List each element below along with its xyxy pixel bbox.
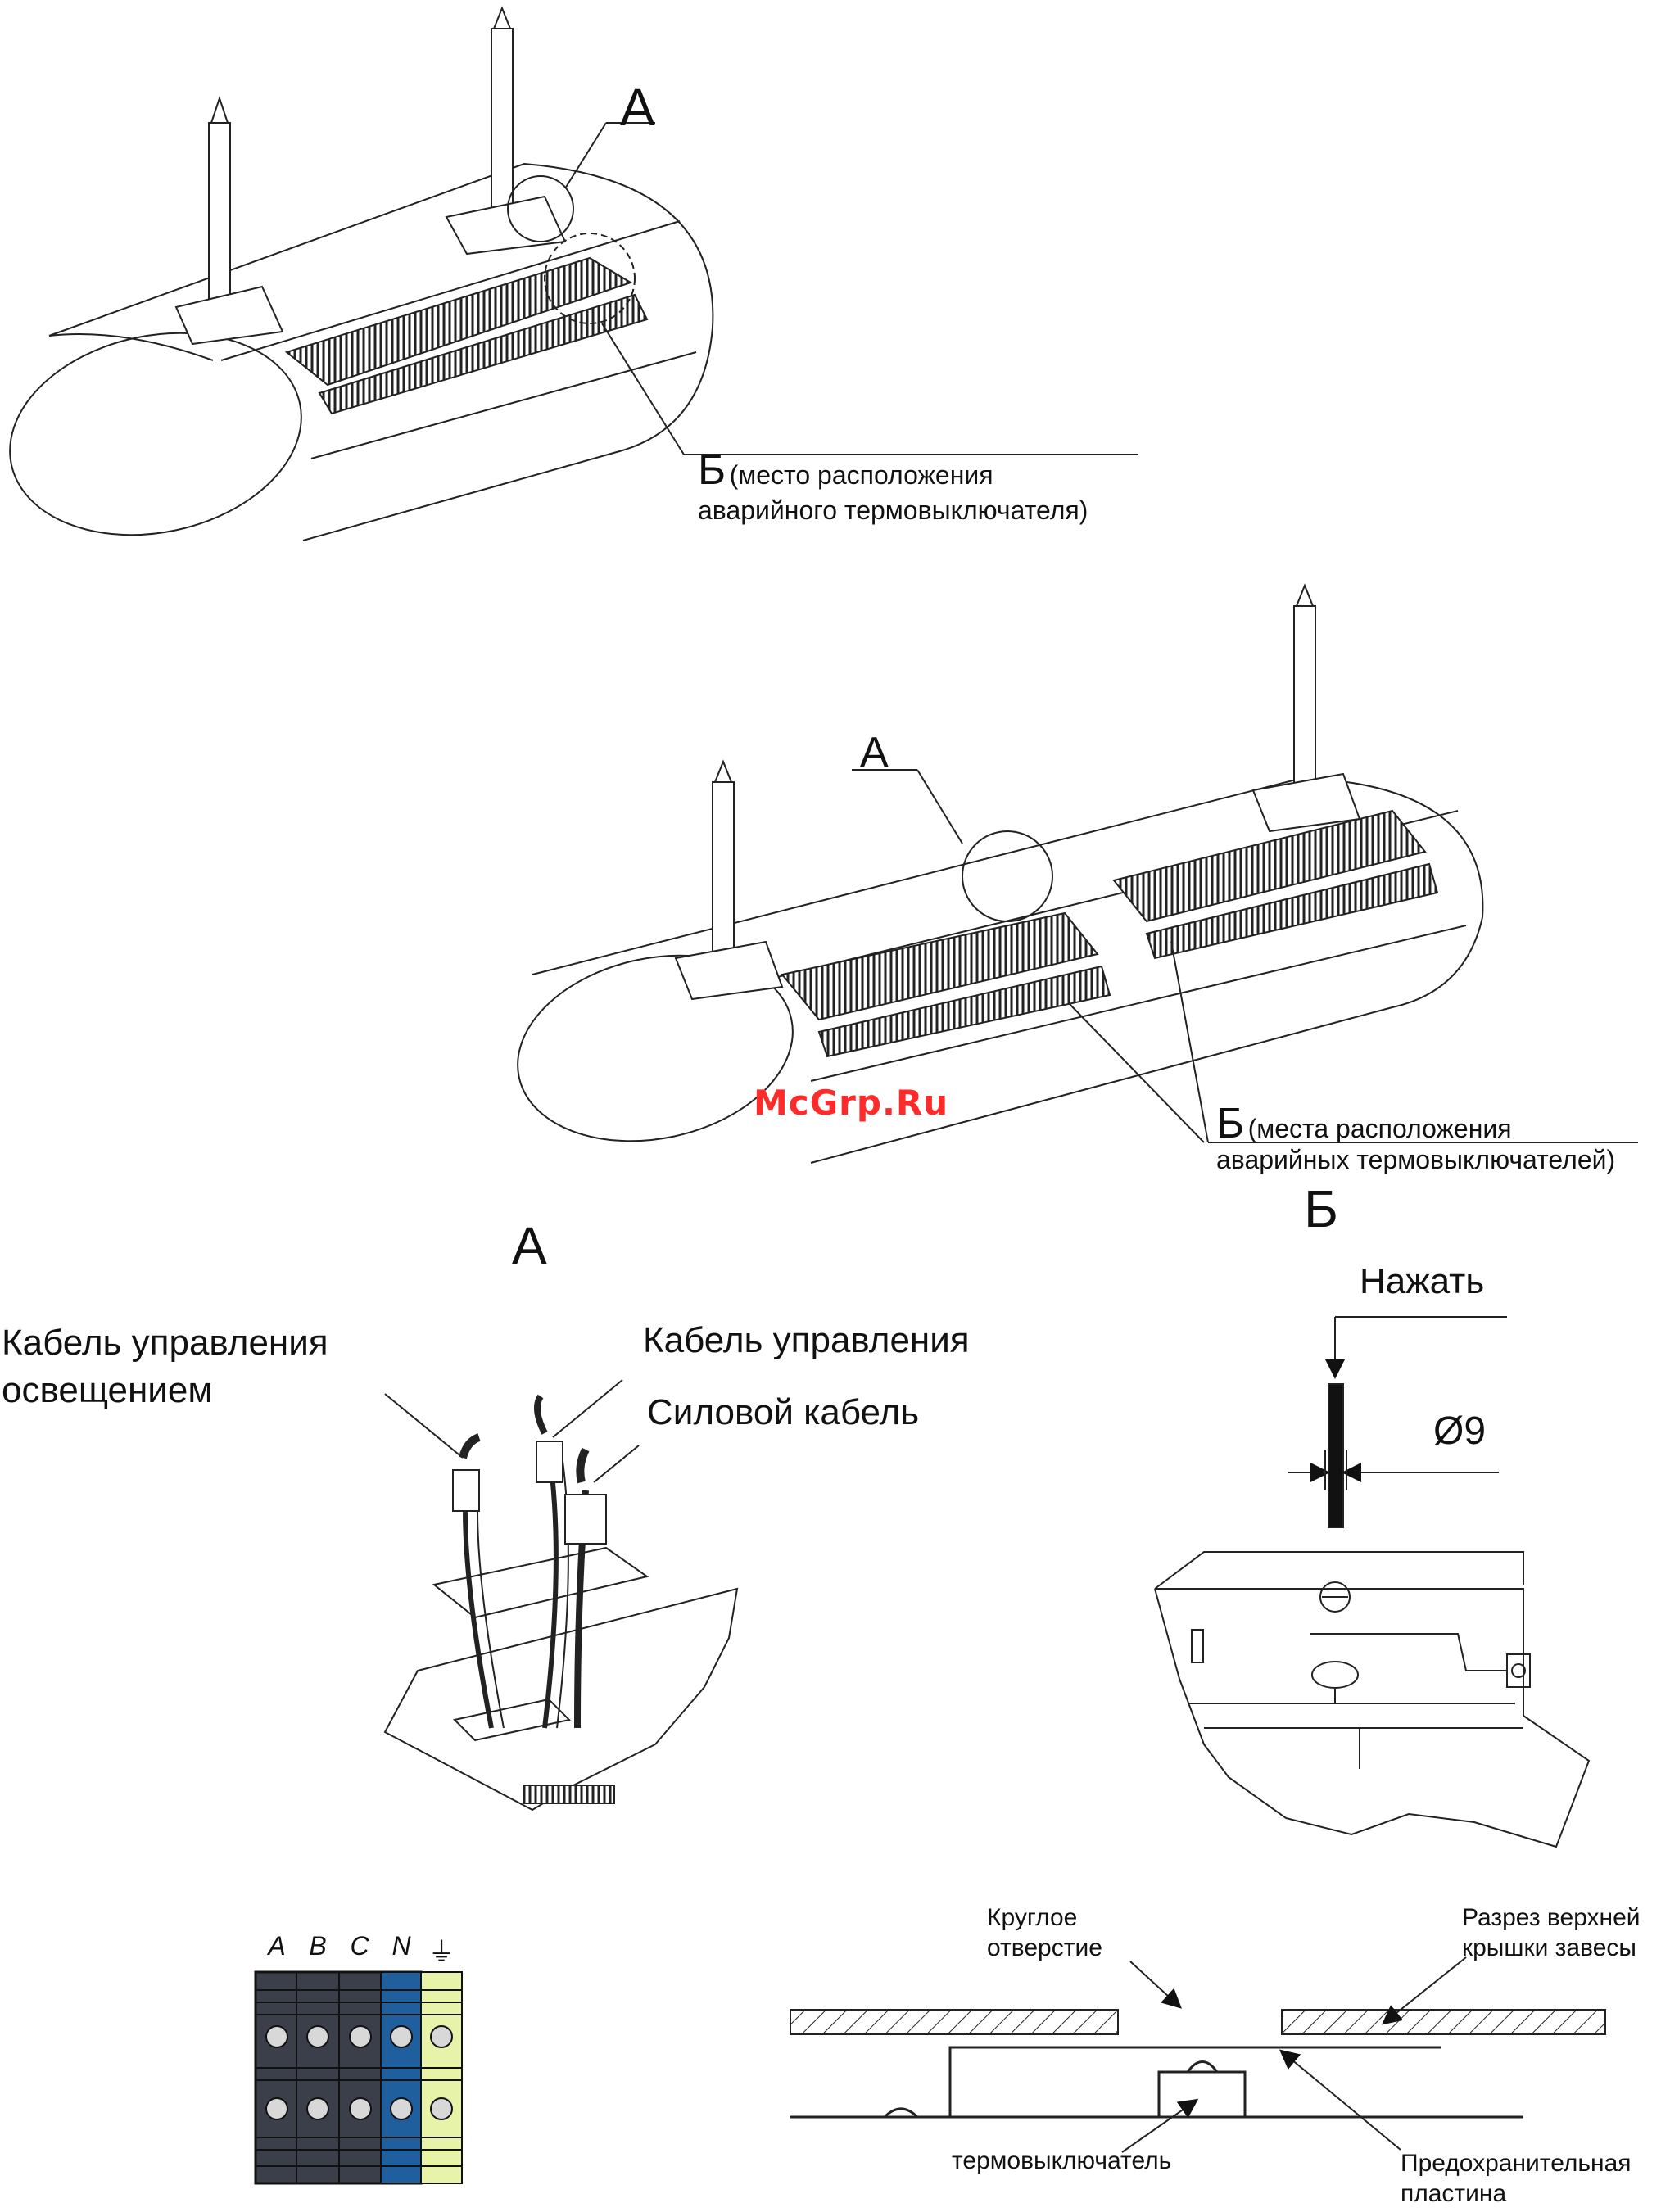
terminal-label-b: B	[297, 1931, 338, 1961]
section-view	[790, 1957, 1605, 2152]
cable-control-label: Кабель управления	[643, 1320, 970, 1362]
figure2-callout-a: А	[860, 729, 889, 778]
figure1-callout-b-line1: (место расположения	[730, 460, 993, 490]
round-hole-label-line1: Круглое	[987, 1904, 1077, 1933]
thermoswitch-label: термовыключатель	[952, 2147, 1171, 2176]
detail-b-title: Б	[1304, 1179, 1338, 1240]
terminal-screw	[350, 2026, 371, 2047]
press-label: Нажать	[1360, 1261, 1484, 1303]
terminal-screw	[266, 2026, 287, 2047]
figure2-callout-b-letter: Б	[1216, 1100, 1244, 1147]
terminal-screw	[350, 2098, 371, 2119]
terminal-screw	[307, 2026, 328, 2047]
terminal-screw	[266, 2098, 287, 2119]
round-hole-label-line2: отверстие	[987, 1934, 1102, 1963]
detail-a-title: А	[512, 1216, 547, 1277]
terminal-screw	[391, 2098, 412, 2119]
diameter-label: Ø9	[1433, 1409, 1486, 1454]
cover-cut-label-line2: крышки завесы	[1462, 1934, 1636, 1963]
terminal-screw	[307, 2098, 328, 2119]
terminal-screw	[431, 2098, 452, 2119]
watermark: McGrp.Ru	[754, 1083, 948, 1123]
terminal-label-c: C	[339, 1931, 380, 1961]
ground-icon: ⏚	[421, 1931, 462, 1969]
terminal-screw	[431, 2026, 452, 2047]
figure2-callout-b-line1: (места расположения	[1248, 1114, 1512, 1143]
detail-a-cable-entry	[385, 1380, 737, 1810]
terminal-label-n: N	[381, 1931, 422, 1961]
figure1-callout-a: А	[620, 78, 655, 138]
terminal-block	[256, 1972, 462, 2183]
protective-plate-label-line2: пластина	[1401, 2180, 1506, 2209]
cable-power-label: Силовой кабель	[647, 1392, 919, 1434]
figure2-callout-b: Б (места расположения	[1216, 1100, 1512, 1149]
figure1-callout-b-line2: аварийного термовыключателя)	[698, 495, 1088, 526]
cable-light-control-label-line2: освещением	[2, 1370, 213, 1412]
terminal-label-a: A	[256, 1931, 297, 1961]
protective-plate-label-line1: Предохранительная	[1401, 2150, 1632, 2178]
figure1-callout-b-letter: Б	[698, 446, 726, 494]
cable-light-control-label-line1: Кабель управления	[2, 1323, 328, 1364]
figure2-callout-b-line2: аварийных термовыключателей)	[1216, 1145, 1615, 1175]
figure1-callout-b: Б (место расположения	[698, 446, 993, 495]
terminal-screw	[391, 2026, 412, 2047]
detail-b-thermoswitch-button	[1155, 1317, 1589, 1847]
curtain-unit-long	[500, 586, 1638, 1165]
cover-cut-label-line1: Разрез верхней	[1462, 1904, 1641, 1933]
